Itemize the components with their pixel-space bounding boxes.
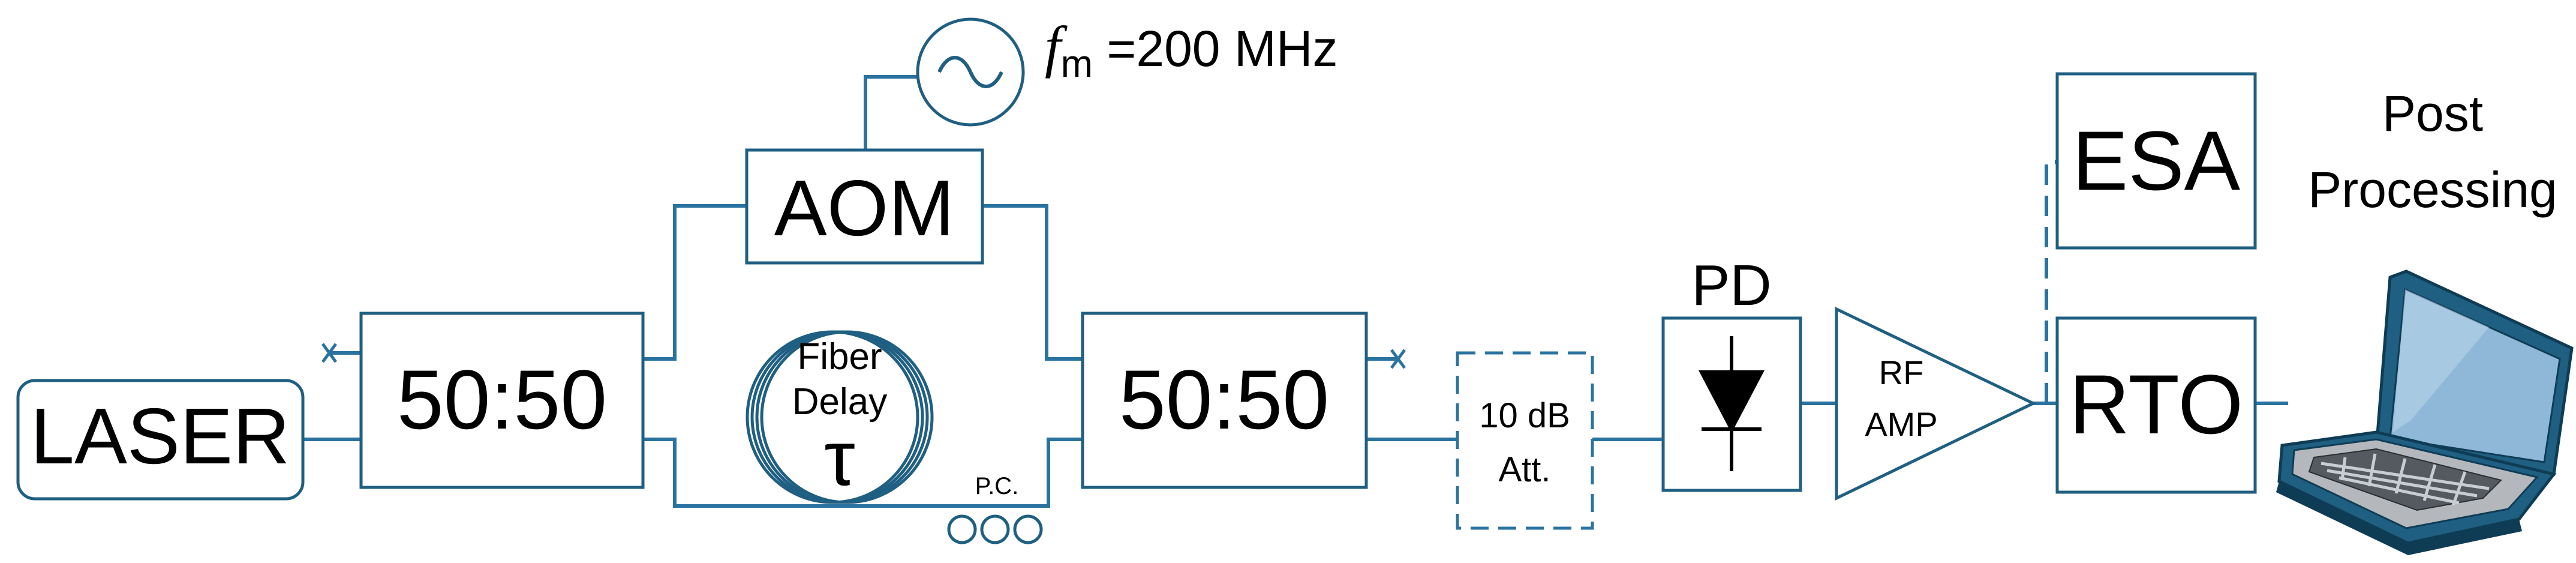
fiber-label-line1: Fiber: [797, 336, 882, 378]
splitter-right-label: 50:50: [1119, 352, 1329, 447]
laser-label: LASER: [31, 392, 290, 480]
rto-box: [2055, 316, 2257, 494]
polarization-controller-icon: [947, 514, 1043, 544]
connections: [303, 75, 2288, 508]
sine-source-icon: [916, 17, 1025, 127]
wire-lower-arm: [643, 438, 1083, 508]
fiber-coil-icon: [746, 330, 934, 504]
laptop-icon: [2276, 269, 2574, 555]
photodiode-label: PD: [1691, 253, 1771, 318]
esa-box: [2055, 72, 2257, 250]
esa-label: ESA: [2072, 113, 2241, 208]
post-processing-line1: Post: [2382, 85, 2483, 142]
attenuator-box: [1456, 351, 1594, 530]
amp-label-line1: RF: [1879, 354, 1924, 391]
attenuator-label-line2: Att.: [1498, 450, 1550, 489]
photodiode-icon: [1699, 336, 1765, 471]
wire-aom-source: [864, 75, 918, 150]
splitter-left-box: [359, 312, 645, 489]
polarization-controller-label: P.C.: [975, 473, 1019, 499]
rto-label: RTO: [2069, 357, 2243, 451]
fiber-label-line2: Delay: [792, 381, 888, 423]
aom-box: [745, 148, 984, 265]
amp-label-line2: AMP: [1865, 405, 1937, 443]
wire-upper-arm: [643, 204, 1083, 361]
modulation-subscript: m: [1061, 42, 1093, 85]
laser-box: [16, 379, 305, 501]
aom-label: AOM: [774, 164, 955, 252]
splitter-right-box: [1081, 312, 1368, 489]
post-processing-line2: Processing: [2308, 161, 2557, 218]
modulation-frequency-label: fm =200 MHz: [1045, 14, 1338, 85]
termination-x-icon: [321, 343, 1406, 369]
modulation-value: =200 MHz: [1093, 20, 1338, 77]
amplifier-icon: [1835, 307, 2037, 501]
wire-esa-dashed: [2045, 160, 2057, 403]
splitter-left-label: 50:50: [397, 352, 607, 447]
fiber-delay-tau: τ: [824, 414, 855, 502]
attenuator-label-line1: 10 dB: [1479, 396, 1570, 435]
